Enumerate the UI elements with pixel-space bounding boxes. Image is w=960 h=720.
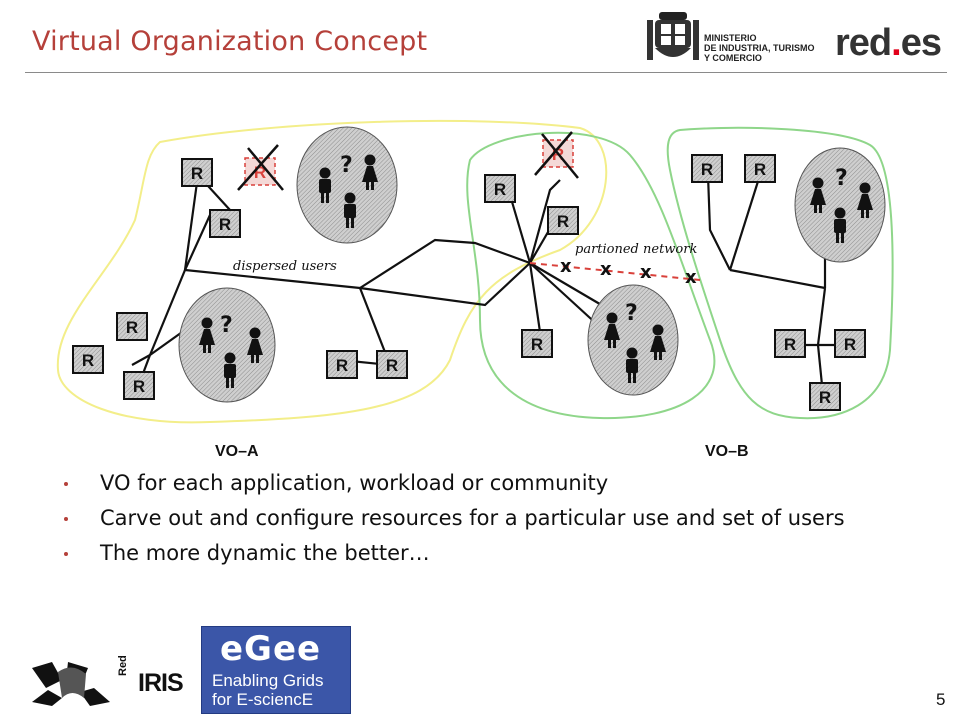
ministry-name: MINISTERIO DE INDUSTRIA, TURISMO Y COMER… <box>704 33 815 63</box>
user-group: ? <box>178 287 276 403</box>
bullet-marker <box>64 552 68 556</box>
resource-node: R <box>521 329 553 358</box>
svg-text:R: R <box>336 356 348 375</box>
coat-of-arms-icon <box>647 12 699 60</box>
vo-a-boundary <box>56 119 608 424</box>
rediris-logo-icon <box>32 662 110 706</box>
vo-network-diagram: x x x x ? ? ? ? R R R R R R R R R R R R … <box>56 119 894 460</box>
svg-text:R: R <box>531 335 543 354</box>
title-divider <box>25 72 947 73</box>
svg-text:x: x <box>560 256 572 277</box>
svg-text:x: x <box>640 262 652 283</box>
svg-text:R: R <box>754 160 766 179</box>
page-number: 5 <box>936 690 946 709</box>
svg-text:?: ? <box>220 313 233 338</box>
user-group: ? <box>794 147 886 263</box>
bullet-marker <box>64 482 68 486</box>
partitioned-network-label: partioned network <box>575 242 697 257</box>
vo-b-boundary-right <box>666 126 894 420</box>
user-group: ? <box>296 126 398 244</box>
rediris-wordmark: IRIS <box>138 669 184 697</box>
vo-b-boundary-left <box>466 131 716 420</box>
rediris-prefix: Red <box>117 655 129 676</box>
egee-tagline-2: for E-sciencE <box>212 690 314 709</box>
svg-text:x: x <box>685 267 697 288</box>
resource-node: R <box>809 382 841 411</box>
svg-text:x: x <box>600 259 612 280</box>
resource-node: R <box>691 154 723 183</box>
egee-logo: eGee Enabling Grids for E-sciencE <box>201 626 351 714</box>
vo-b-label: VO–B <box>705 443 749 460</box>
resource-node: R <box>744 154 776 183</box>
user-group: ? <box>587 284 679 396</box>
resource-node: R <box>547 206 579 235</box>
slide-title: Virtual Organization Concept <box>32 26 428 57</box>
svg-text:R: R <box>219 215 231 234</box>
resource-node: R <box>774 329 806 358</box>
bullet-item: VO for each application, workload or com… <box>62 470 902 497</box>
svg-text:R: R <box>701 160 713 179</box>
svg-text:R: R <box>133 377 145 396</box>
resource-node: R <box>834 329 866 358</box>
resource-node: R <box>116 312 148 341</box>
resource-node: R <box>376 350 408 379</box>
egee-wordmark: eGee <box>220 629 322 669</box>
partition-break-markers: x x x x <box>560 256 697 288</box>
svg-text:R: R <box>784 335 796 354</box>
svg-text:?: ? <box>835 166 848 191</box>
resource-node: R <box>484 174 516 203</box>
svg-text:R: R <box>386 356 398 375</box>
reds-logo: red.es <box>835 22 942 64</box>
svg-text:R: R <box>126 318 138 337</box>
resource-node: R <box>72 345 104 374</box>
bullet-item: Carve out and configure resources for a … <box>62 505 902 532</box>
bullet-item: The more dynamic the better… <box>62 540 902 567</box>
svg-text:R: R <box>819 388 831 407</box>
svg-text:?: ? <box>625 301 638 326</box>
svg-text:?: ? <box>340 153 353 178</box>
failed-resource-node: R <box>237 144 284 191</box>
svg-text:R: R <box>844 335 856 354</box>
resource-node: R <box>209 209 241 238</box>
vo-a-label: VO–A <box>215 443 259 460</box>
svg-text:R: R <box>191 164 203 183</box>
svg-text:R: R <box>494 180 506 199</box>
failed-resource-node: R <box>534 131 579 179</box>
resource-node: R <box>326 350 358 379</box>
bullet-list: VO for each application, workload or com… <box>62 470 902 575</box>
resource-node: R <box>123 371 155 400</box>
resource-node: R <box>181 158 213 187</box>
bullet-marker <box>64 517 68 521</box>
dispersed-users-label: dispersed users <box>233 259 337 274</box>
svg-text:R: R <box>557 212 569 231</box>
svg-text:R: R <box>82 351 94 370</box>
egee-tagline-1: Enabling Grids <box>212 671 324 690</box>
